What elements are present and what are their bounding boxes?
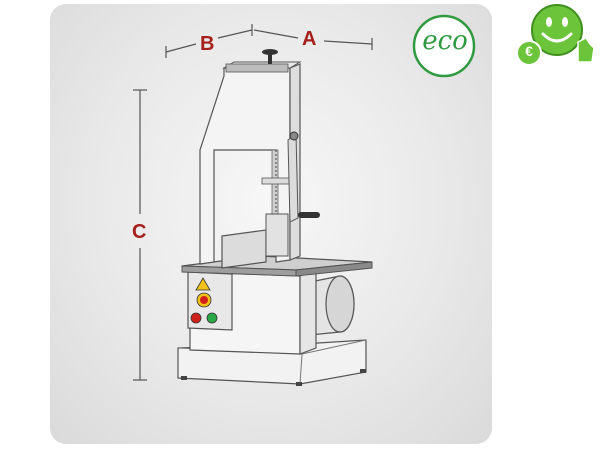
smiley-thumbs-up-euro-icon [516,4,595,66]
eco-badge-icon [412,14,476,78]
control-box [187,271,233,331]
dimension-label-b: B [200,33,215,55]
eco-badge-label: eco [422,26,468,56]
fence [221,229,267,269]
dimension-lines [133,24,373,381]
dimension-label-c: C [132,221,147,243]
dimension-label-a: A [302,28,317,50]
upper-frame [199,49,320,265]
euro-symbol: € [525,43,533,59]
